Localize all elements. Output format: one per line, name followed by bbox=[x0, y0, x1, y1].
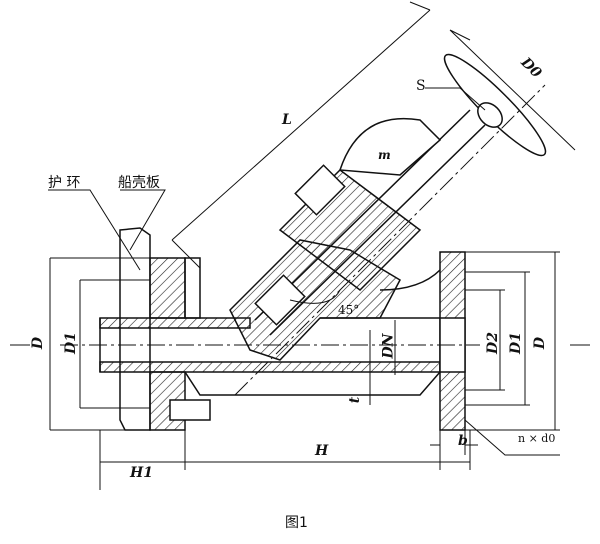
label-b: b bbox=[458, 433, 468, 449]
label-D2: D2 bbox=[484, 332, 501, 354]
bottom-bolt bbox=[169, 399, 211, 421]
label-D-right: D bbox=[532, 336, 549, 350]
label-L: L bbox=[282, 112, 292, 128]
label-D1-right: D1 bbox=[507, 332, 524, 354]
label-D-left: D bbox=[30, 336, 47, 350]
label-DN: DN bbox=[380, 333, 397, 359]
label-D1-left: D1 bbox=[62, 332, 79, 354]
label-H: H bbox=[315, 443, 329, 459]
label-H1: H1 bbox=[130, 465, 153, 481]
label-t: t bbox=[347, 396, 364, 404]
yoke bbox=[338, 117, 442, 176]
left-flange bbox=[149, 257, 186, 319]
label-angle: 45° bbox=[338, 303, 360, 317]
label-m: m bbox=[378, 148, 391, 162]
figure-caption: 图1 bbox=[285, 515, 308, 531]
label-guard-ring: 护 环 bbox=[48, 175, 81, 191]
label-hull-plate: 船壳板 bbox=[118, 175, 160, 191]
label-S: S bbox=[416, 78, 426, 94]
pipe-lower-wall bbox=[99, 361, 441, 373]
label-bolt-holes: n × d0 bbox=[518, 432, 556, 445]
pipe-upper-wall bbox=[99, 317, 251, 329]
